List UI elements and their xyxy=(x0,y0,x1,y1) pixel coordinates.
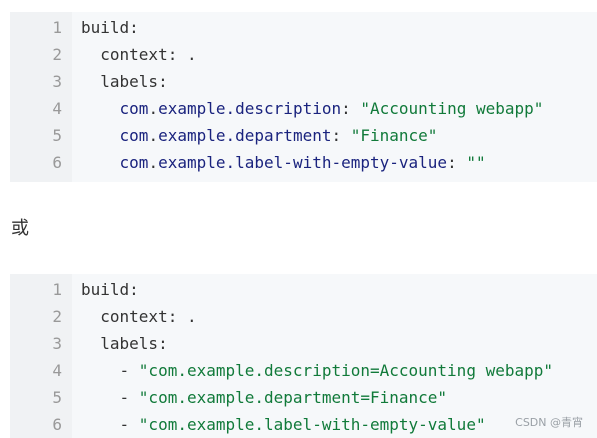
line-number: 5 xyxy=(52,126,62,145)
code-line: com.example.department: "Finance" xyxy=(119,126,438,145)
list-dash: - xyxy=(119,361,139,380)
code-line: context: . xyxy=(100,307,197,326)
line-number: 4 xyxy=(52,361,62,380)
line-number: 1 xyxy=(52,18,62,37)
line-number: 5 xyxy=(52,388,62,407)
string-value: "Finance" xyxy=(350,126,438,145)
code-area[interactable]: build: context: . labels: com.example.de… xyxy=(81,12,597,182)
label-namespace: com xyxy=(119,126,149,145)
line-number: 6 xyxy=(52,415,62,434)
code-line: build: xyxy=(81,18,139,37)
code-line: context: . xyxy=(100,45,197,64)
code-line: - "com.example.department=Finance" xyxy=(81,384,448,411)
line-number: 4 xyxy=(52,99,62,118)
label-namespace: com xyxy=(119,99,149,118)
yaml-key: build xyxy=(81,18,130,37)
yaml-key: context xyxy=(100,307,168,326)
string-value: "Accounting webapp" xyxy=(360,99,544,118)
code-line: build: xyxy=(81,280,139,299)
string-value: "com.example.description=Accounting weba… xyxy=(138,361,554,380)
line-number: 6 xyxy=(52,153,62,172)
line-number: 1 xyxy=(52,280,62,299)
line-number: 3 xyxy=(52,72,62,91)
yaml-key: labels xyxy=(100,334,159,353)
code-line: com.example.label-with-empty-value: "" xyxy=(119,153,486,172)
code-line: labels: xyxy=(100,334,168,353)
label-name: example.department xyxy=(158,126,332,145)
code-block-2: 1 2 3 4 5 6 build: context: . labels: - … xyxy=(10,274,597,438)
string-value: "com.example.department=Finance" xyxy=(138,388,448,407)
code-area[interactable]: build: context: . labels: - "com.example… xyxy=(81,274,597,438)
string-value: "" xyxy=(466,153,486,172)
code-line: labels: xyxy=(100,72,168,91)
label-name: example.description xyxy=(158,99,342,118)
list-dash: - xyxy=(119,388,139,407)
watermark: CSDN @青宵 xyxy=(515,416,583,429)
yaml-key: context xyxy=(100,45,168,64)
yaml-key: labels xyxy=(100,72,159,91)
line-number: 2 xyxy=(52,45,62,64)
string-value: "com.example.label-with-empty-value" xyxy=(138,415,486,434)
code-block-1: 1 2 3 4 5 6 build: context: . labels: co… xyxy=(10,12,597,182)
line-number-gutter: 1 2 3 4 5 6 xyxy=(10,12,72,182)
code-line: - "com.example.description=Accounting we… xyxy=(81,357,553,384)
code-line: - "com.example.label-with-empty-value" xyxy=(81,411,486,438)
line-number: 3 xyxy=(52,334,62,353)
or-separator-text: 或 xyxy=(11,218,29,239)
list-dash: - xyxy=(119,415,139,434)
code-line: com.example.description: "Accounting web… xyxy=(119,99,544,118)
yaml-key: build xyxy=(81,280,130,299)
line-number: 2 xyxy=(52,307,62,326)
label-name: example.label-with-empty-value xyxy=(158,153,448,172)
line-number-gutter: 1 2 3 4 5 6 xyxy=(10,274,72,438)
label-namespace: com xyxy=(119,153,149,172)
